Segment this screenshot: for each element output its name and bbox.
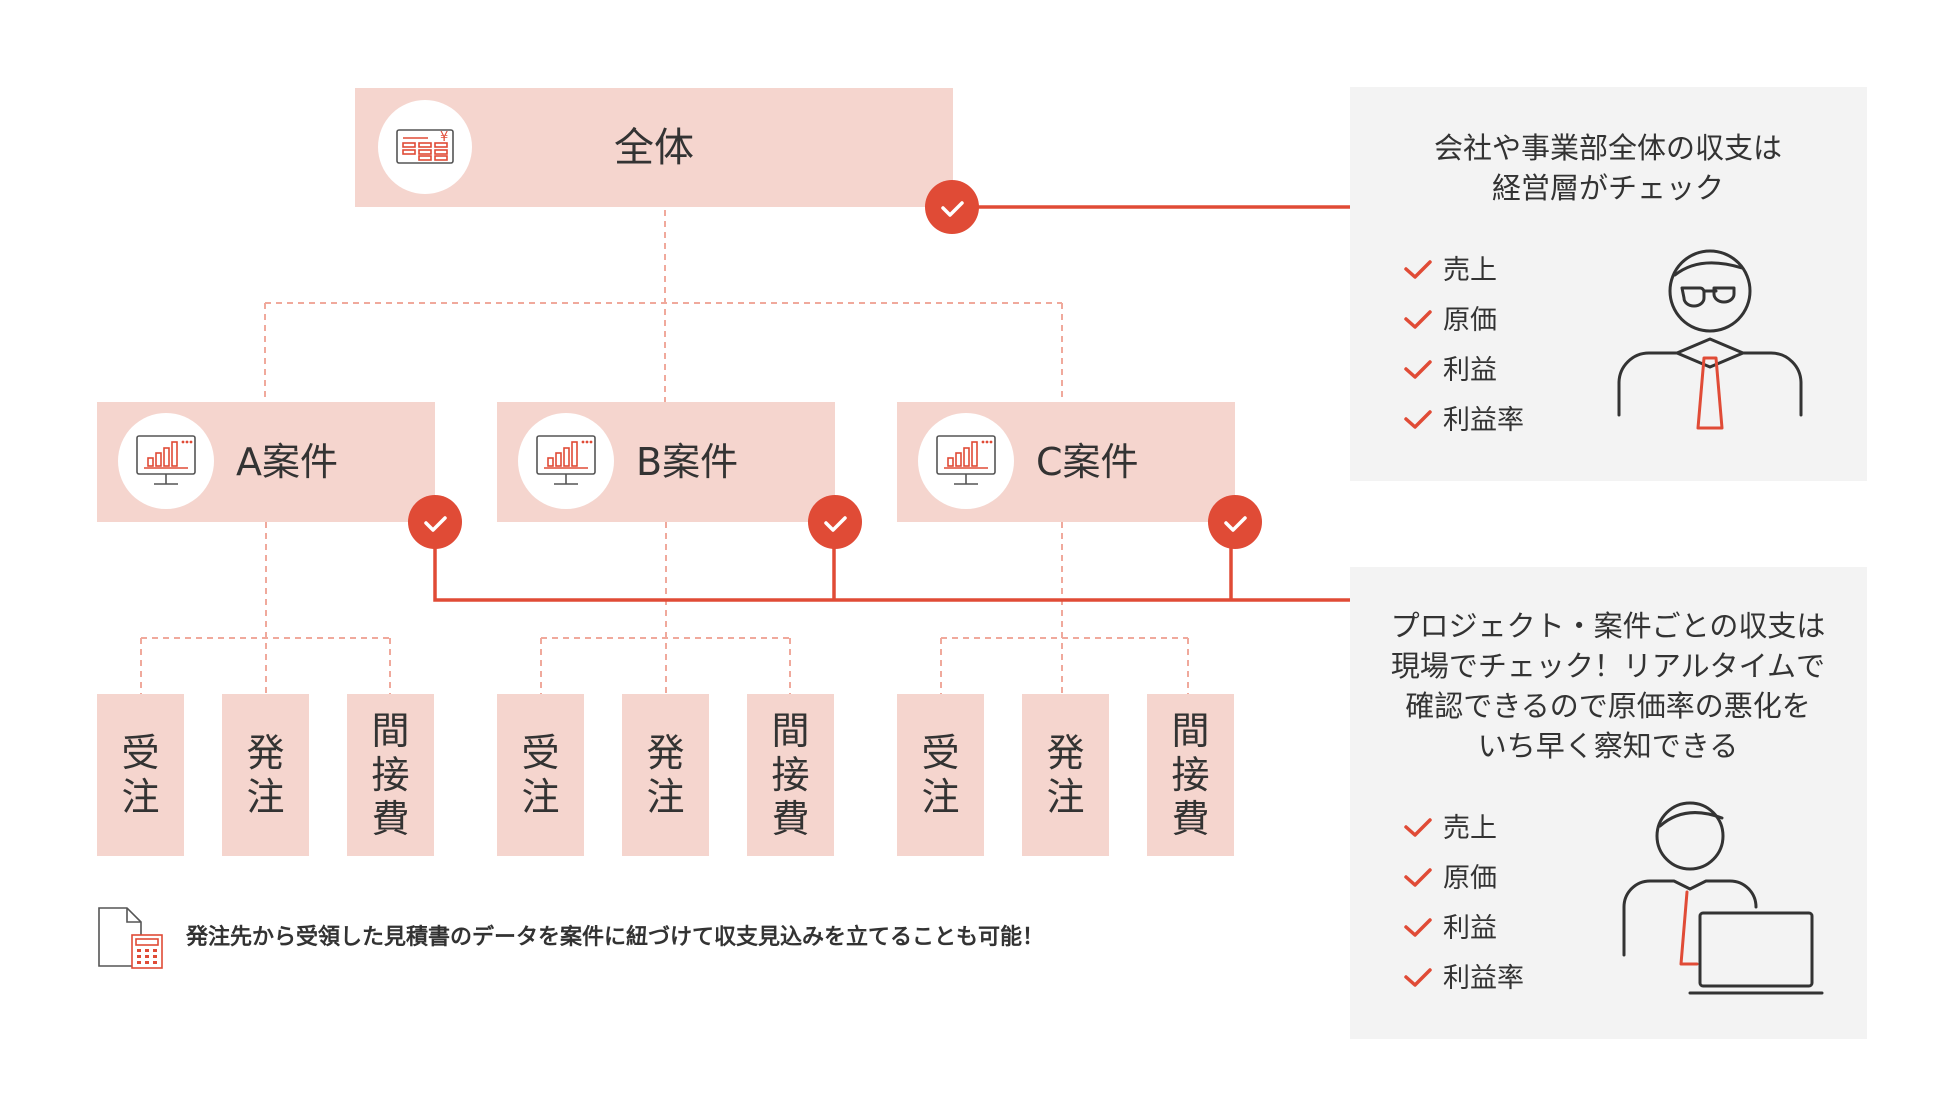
checklist-label: 利益	[1443, 913, 1497, 944]
checklist-label: 利益	[1443, 355, 1497, 386]
leaf-label-char: 接	[771, 753, 809, 797]
top-label: 全体	[614, 125, 694, 171]
check-icon	[1404, 410, 1432, 429]
checklist-label: 売上	[1443, 255, 1497, 286]
leaf-label-char: 費	[771, 797, 809, 841]
leaf-label-char: 費	[1171, 797, 1209, 841]
project-label: C案件	[1036, 440, 1139, 484]
checklist-label: 原価	[1443, 863, 1497, 894]
project-panel-content: プロジェクト・案件ごとの収支は 現場でチェック！リアルタイムで 確認できるので原…	[1391, 609, 1826, 995]
check-icon	[1404, 260, 1432, 279]
project-title-line-3: 確認できるので原価率の悪化を	[1405, 689, 1810, 723]
checklist-item: 利益率	[1404, 963, 1524, 994]
project-panel	[1350, 567, 1867, 1039]
svg-text:¥: ¥	[440, 130, 448, 145]
leaf-box	[1147, 694, 1234, 856]
checklist-item: 原価	[1404, 305, 1497, 336]
leaf-label-char: 注	[121, 775, 159, 819]
project-check-badge	[1208, 495, 1262, 549]
note-text: 発注先から受領した見積書のデータを案件に紐づけて収支見込みを立てることも可能！	[185, 924, 1044, 950]
monitor-chart-icon	[936, 435, 996, 485]
project-title-line-1: プロジェクト・案件ごとの収支は	[1391, 609, 1826, 643]
check-icon	[1404, 360, 1432, 379]
monitor-chart-icon	[536, 435, 596, 485]
check-icon	[1404, 918, 1432, 937]
leaf-node: 受注	[897, 694, 984, 856]
leaf-node: 受注	[97, 694, 184, 856]
leaf-node: 発注	[622, 694, 709, 856]
leaf-box	[97, 694, 184, 856]
leaf-label-char: 間	[1171, 709, 1209, 753]
leaf-label-char: 受	[921, 731, 959, 775]
worker-with-laptop-icon	[1622, 801, 1824, 995]
checklist-label: 利益率	[1443, 963, 1524, 994]
leaf-label-char: 発	[1046, 731, 1084, 775]
checklist-item: 利益	[1404, 355, 1497, 386]
checklist-label: 原価	[1443, 305, 1497, 336]
management-title-line-2: 経営層がチェック	[1492, 171, 1724, 205]
project-node-0: A案件	[97, 402, 462, 549]
check-icon	[1404, 818, 1432, 837]
leaf-label-char: 注	[921, 775, 959, 819]
manager-with-glasses-icon	[1617, 249, 1803, 430]
tree-connectors	[140, 210, 1189, 694]
project-check-badge	[808, 495, 862, 549]
bottom-note: 発注先から受領した見積書のデータを案件に紐づけて収支見込みを立てることも可能！	[98, 907, 1044, 969]
leaf-label-char: 受	[121, 731, 159, 775]
checklist-label: 売上	[1443, 813, 1497, 844]
leaf-label-char: 受	[521, 731, 559, 775]
leaf-node: 間接費	[747, 694, 834, 856]
leaf-label-char: 注	[246, 775, 284, 819]
project-nodes: A案件 B案件 C案件	[97, 402, 1262, 549]
project-title-line-2: 現場でチェック！リアルタイムで	[1391, 649, 1825, 683]
leaf-node: 受注	[497, 694, 584, 856]
checklist-item: 利益	[1404, 913, 1497, 944]
management-panel	[1350, 87, 1867, 481]
calculator-document-icon: ¥	[396, 129, 454, 164]
project-label: B案件	[636, 440, 738, 484]
monitor-chart-icon	[136, 435, 196, 485]
leaf-label-char: 注	[521, 775, 559, 819]
leaf-box	[747, 694, 834, 856]
leaf-box	[622, 694, 709, 856]
leaf-box	[1022, 694, 1109, 856]
leaf-label-char: 発	[646, 731, 684, 775]
document-calculator-icon	[98, 907, 163, 969]
top-check-badge	[925, 180, 979, 234]
checklist-item: 売上	[1404, 813, 1497, 844]
leaf-label-char: 発	[246, 731, 284, 775]
checklist-item: 売上	[1404, 255, 1497, 286]
management-title-line-1: 会社や事業部全体の収支は	[1434, 131, 1782, 165]
leaf-box	[347, 694, 434, 856]
checklist-label: 利益率	[1443, 405, 1524, 436]
check-icon	[1404, 868, 1432, 887]
check-icon	[1404, 968, 1432, 987]
project-node-2: C案件	[897, 402, 1262, 549]
leaf-label-char: 間	[371, 709, 409, 753]
checklist-item: 利益率	[1404, 405, 1524, 436]
project-label: A案件	[236, 440, 338, 484]
leaf-node: 間接費	[1147, 694, 1234, 856]
checklist-item: 原価	[1404, 863, 1497, 894]
leaf-label-char: 接	[1171, 753, 1209, 797]
top-node: ¥ 全体	[355, 88, 979, 234]
leaf-label-char: 注	[646, 775, 684, 819]
leaf-node: 間接費	[347, 694, 434, 856]
leaf-label-char: 接	[371, 753, 409, 797]
leaf-label-char: 注	[1046, 775, 1084, 819]
project-node-1: B案件	[497, 402, 862, 549]
leaf-node: 発注	[1022, 694, 1109, 856]
leaf-box	[497, 694, 584, 856]
leaf-box	[897, 694, 984, 856]
project-check-badge	[408, 495, 462, 549]
project-title-line-4: いち早く察知できる	[1478, 729, 1738, 763]
leaf-node: 発注	[222, 694, 309, 856]
leaf-label-char: 間	[771, 709, 809, 753]
leaf-label-char: 費	[371, 797, 409, 841]
check-icon	[1404, 310, 1432, 329]
leaf-box	[222, 694, 309, 856]
